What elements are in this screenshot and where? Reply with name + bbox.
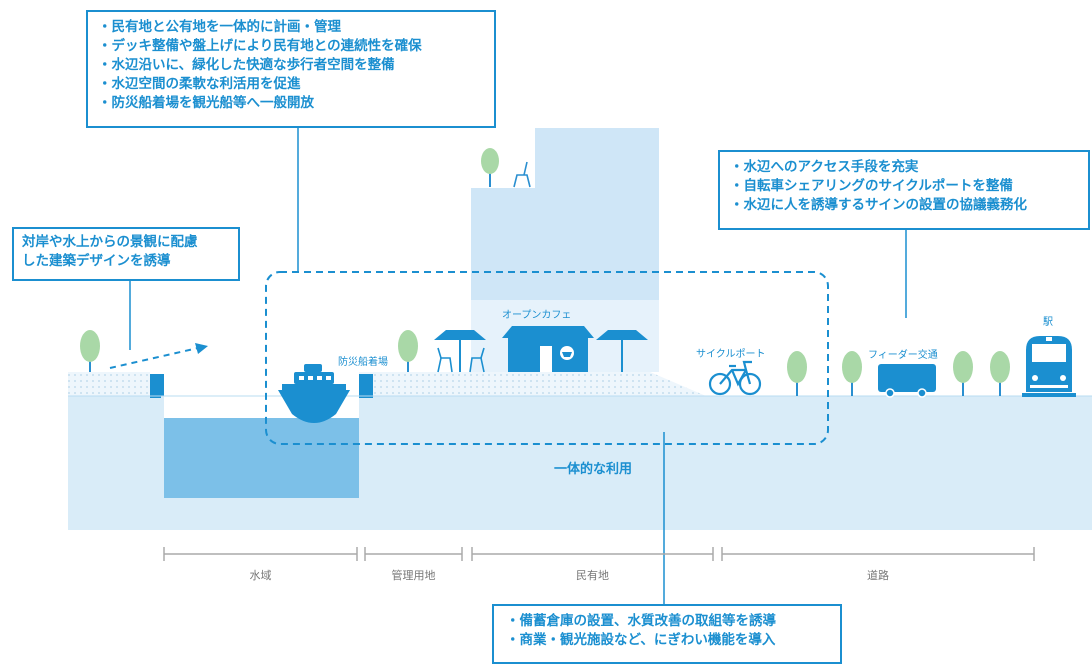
callout-building: 備蓄倉庫の設置、水質改善の取組等を誘導 商業・観光施設など、にぎわい機能を導入: [492, 604, 842, 664]
cafe-kiosk-icon: [502, 326, 594, 372]
callout-line: した建築デザインを誘導: [22, 253, 171, 269]
callout-item: 商業・観光施設など、にぎわい機能を導入: [506, 631, 828, 650]
callout-design: 対岸や水上からの景観に配慮 した建築デザインを誘導: [12, 227, 240, 281]
boat-icon: [278, 364, 350, 423]
tree-icon: [990, 351, 1010, 396]
feeder-bus-icon: [878, 364, 936, 398]
zone-road: 道路: [867, 569, 889, 582]
bicycle-icon: [708, 360, 762, 396]
tree-icon: [80, 330, 100, 372]
tree-icon: [842, 351, 862, 396]
zone-management: 管理用地: [391, 569, 436, 582]
callout-item: 民有地と公有地を一体的に計画・管理: [98, 18, 484, 37]
station-label: 駅: [1043, 317, 1053, 328]
leader-lines: [129, 128, 907, 604]
left-wall: [150, 374, 164, 398]
water-channel: [162, 418, 359, 498]
parasol-icon: [434, 330, 486, 372]
left-wall-drop: [161, 396, 164, 500]
callout-item: 水辺に人を誘導するサインの設置の協議義務化: [730, 196, 1078, 215]
train-icon: [1022, 336, 1076, 397]
rooftop-tree-icon: [481, 148, 499, 187]
callout-item: デッキ整備や盤上げにより民有地との連続性を確保: [98, 37, 484, 56]
left-deck: [68, 372, 150, 396]
callout-item: 水辺沿いに、緑化した快適な歩行者空間を整備: [98, 56, 484, 75]
callout-item: 水辺へのアクセス手段を充実: [730, 158, 1078, 177]
zone-ruler: [163, 547, 1035, 561]
tree-icon: [953, 351, 973, 396]
parasol-icon: [596, 330, 648, 372]
cafe-chair-icon: [437, 347, 485, 373]
right-wall: [359, 374, 373, 398]
cafe-label: オープンカフェ: [502, 310, 572, 321]
view-arrow: [109, 343, 208, 369]
callout-waterfront-planning: 民有地と公有地を一体的に計画・管理 デッキ整備や盤上げにより民有地との連続性を確…: [86, 10, 496, 128]
cycle-port-label: サイクルポート: [696, 349, 766, 360]
callout-item: 自転車シェアリングのサイクルポートを整備: [730, 177, 1078, 196]
callout-item: 防災船着場を観光船等へ一般開放: [98, 94, 484, 113]
callout-line: 対岸や水上からの景観に配慮: [22, 234, 198, 250]
rooftop-chair-icon: [513, 161, 531, 188]
tree-icon: [787, 351, 807, 396]
main-deck: [359, 372, 706, 396]
zone-private: 民有地: [576, 569, 609, 582]
callout-access: 水辺へのアクセス手段を充実 自転車シェアリングのサイクルポートを整備 水辺に人を…: [718, 150, 1090, 230]
callout-item: 備蓄倉庫の設置、水質改善の取組等を誘導: [506, 612, 828, 631]
tree-icon: [398, 330, 418, 372]
integrated-use-zone: [265, 271, 829, 445]
feeder-label: フィーダー交通: [868, 350, 938, 361]
zone-water: 水域: [249, 569, 272, 582]
pier-label: 防災船着場: [338, 357, 388, 368]
integrated-use-label: 一体的な利用: [554, 462, 633, 477]
callout-item: 水辺空間の柔軟な利活用を促進: [98, 75, 484, 94]
